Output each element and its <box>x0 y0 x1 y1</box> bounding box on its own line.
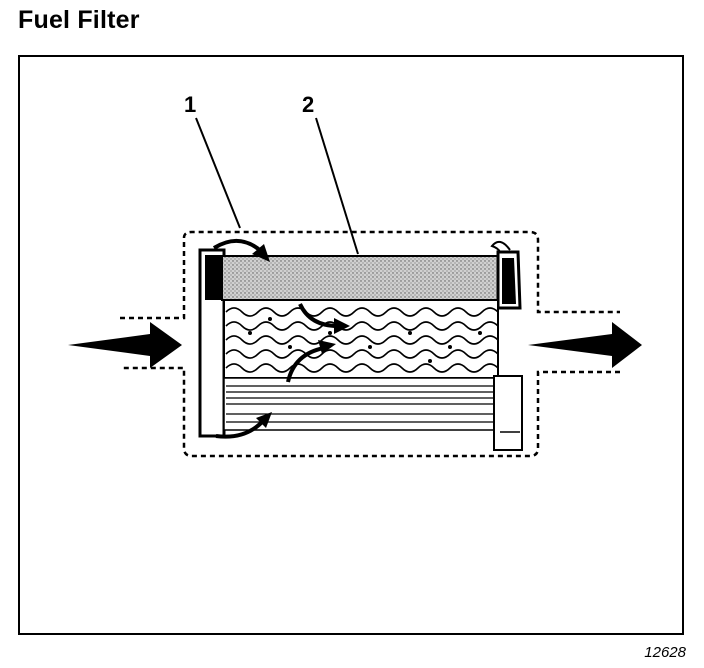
callout-1-label: 1 <box>184 92 196 117</box>
callout-2: 2 <box>302 92 359 255</box>
figure-number: 12628 <box>644 644 686 661</box>
outlet-end-cap <box>493 375 523 451</box>
inlet-arrow <box>68 322 182 368</box>
outlet-arrow <box>528 322 642 368</box>
callout-1: 1 <box>184 92 241 229</box>
fuel-flow-path-outline <box>120 230 620 458</box>
pleat-pattern <box>225 307 499 373</box>
lower-filter-lines <box>226 385 494 423</box>
flow-arrows <box>212 239 350 439</box>
page-title: Fuel Filter <box>18 6 140 34</box>
filter-media-strip <box>221 255 499 301</box>
figure-frame <box>18 55 684 635</box>
pleated-paper-section <box>223 299 499 379</box>
filter-element <box>198 240 523 451</box>
callout-2-label: 2 <box>302 92 314 117</box>
